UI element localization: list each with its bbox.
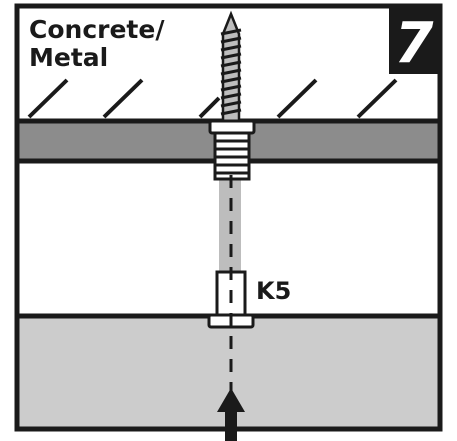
title-line-1: Concrete/ <box>29 15 165 44</box>
hanger-bolt <box>220 10 242 123</box>
step-number-badge: 7 <box>389 6 440 76</box>
rod-sleeve <box>219 161 241 272</box>
part-label-k5: K5 <box>256 277 291 305</box>
arrow-up-icon <box>217 388 245 441</box>
coupling-nut <box>208 119 256 181</box>
ceiling-hatching <box>27 78 398 119</box>
title-line-2: Metal <box>29 43 108 72</box>
diagram-frame <box>14 3 443 432</box>
step-number: 7 <box>395 11 434 76</box>
